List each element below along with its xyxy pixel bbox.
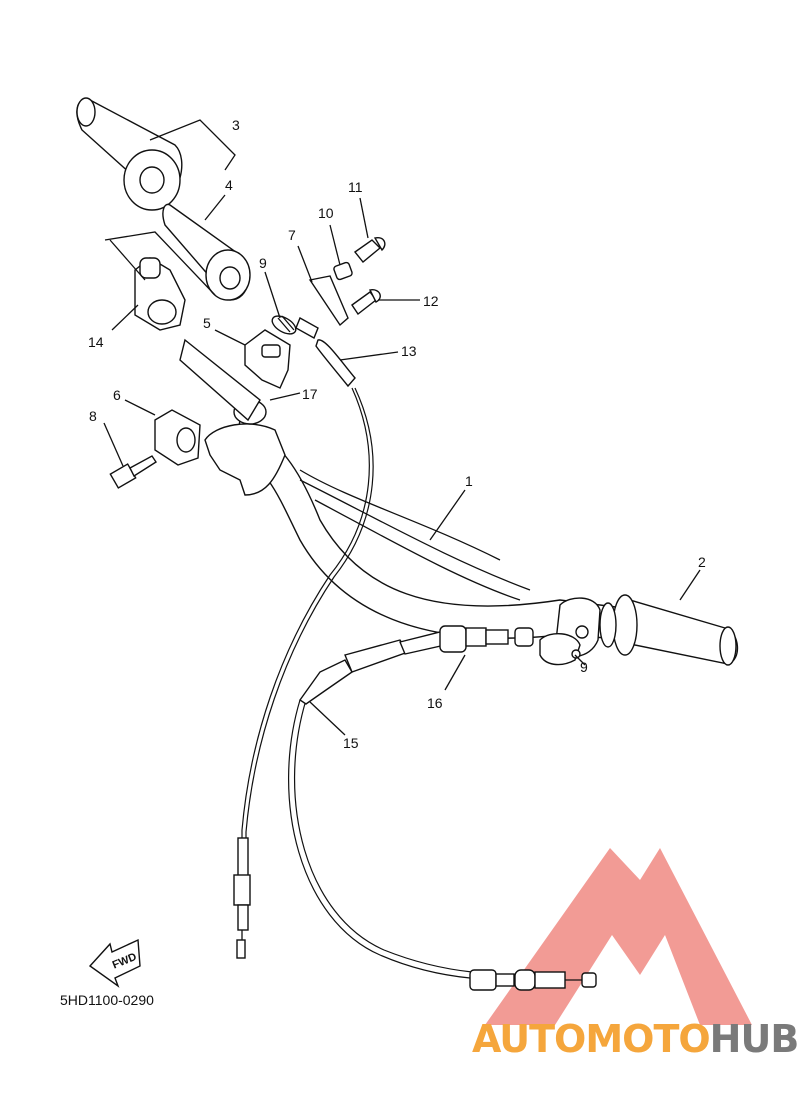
screw-upper <box>353 236 386 263</box>
watermark-text-b: HUB <box>710 1017 799 1061</box>
clutch-cable <box>288 699 471 979</box>
callout-15: 15 <box>343 735 359 751</box>
callout-16: 16 <box>427 695 443 711</box>
throttle-cable <box>241 387 370 850</box>
left-perch <box>539 597 601 666</box>
bracket-plate <box>308 275 349 327</box>
callout-17: 17 <box>302 386 318 402</box>
watermark-logo <box>485 848 752 1025</box>
bolt <box>109 455 157 489</box>
throttle-cable-end <box>233 837 251 959</box>
callout-6: 6 <box>113 387 121 403</box>
clamp <box>154 409 201 466</box>
diagram-code: 5HD1100-0290 <box>60 992 154 1008</box>
screw-lower <box>351 289 381 316</box>
leader-lines <box>103 119 701 736</box>
watermark-text: AUTOMOTOHUB <box>472 1017 798 1061</box>
callout-7: 7 <box>288 227 296 243</box>
callout-12: 12 <box>423 293 439 309</box>
bar-mount <box>179 338 286 496</box>
clutch-cable-end <box>469 969 597 991</box>
callout-11: 11 <box>348 179 363 195</box>
callout-4: 4 <box>225 177 233 193</box>
callout-9: 9 <box>259 255 267 271</box>
throttle-housing <box>134 257 186 331</box>
callout-5: 5 <box>203 315 211 331</box>
callout-13: 13 <box>401 343 417 359</box>
callout-2: 2 <box>698 554 706 570</box>
callout-3: 3 <box>232 117 240 133</box>
adjuster <box>271 315 297 335</box>
cable-adjuster <box>439 625 534 653</box>
callout-14: 14 <box>88 334 104 350</box>
grip-left <box>76 97 183 211</box>
callout-1: 1 <box>465 473 473 489</box>
callout-10: 10 <box>318 205 334 221</box>
callout-8: 8 <box>89 408 97 424</box>
throttle-tube <box>162 203 251 301</box>
callout-9-right: 9 <box>580 659 588 675</box>
lever-bracket <box>244 329 291 389</box>
watermark-text-a: AUTOMOTO <box>472 1017 710 1061</box>
grip-right <box>599 594 739 666</box>
nut <box>333 261 353 281</box>
fwd-arrow: FWD <box>88 938 141 988</box>
callout-labels: 1 2 3 4 5 6 7 8 9 10 11 12 13 14 15 16 1… <box>88 117 706 751</box>
cable-fitting-top <box>295 317 356 388</box>
